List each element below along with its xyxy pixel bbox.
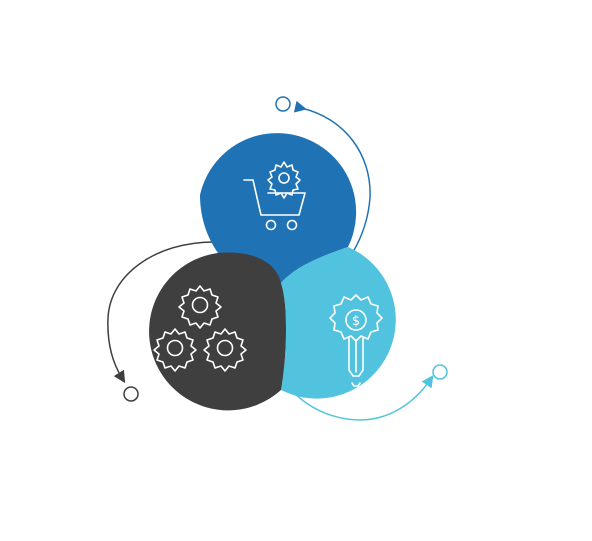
node-top <box>200 133 357 283</box>
shopping-cart-gear-icon <box>243 161 306 231</box>
left-arrow-start-dot <box>123 386 139 402</box>
svg-text:$: $ <box>352 314 360 329</box>
bottom-left-gear-icon <box>153 328 197 372</box>
gear-dollar-wrench-icon: $ <box>329 294 383 387</box>
right-circle <box>281 247 396 399</box>
bottom-right-gear-icon <box>203 328 247 372</box>
top-arrow-start-dot <box>275 96 291 112</box>
left-arrow <box>107 241 215 402</box>
top-arrow <box>275 96 371 253</box>
top-gear-icon <box>178 285 222 329</box>
top-circle <box>200 133 357 283</box>
three-gears-icon <box>153 285 247 372</box>
node-left <box>149 252 286 411</box>
left-circle <box>149 252 286 411</box>
right-arrow-start-dot <box>432 364 448 380</box>
node-right: $ <box>281 247 396 399</box>
